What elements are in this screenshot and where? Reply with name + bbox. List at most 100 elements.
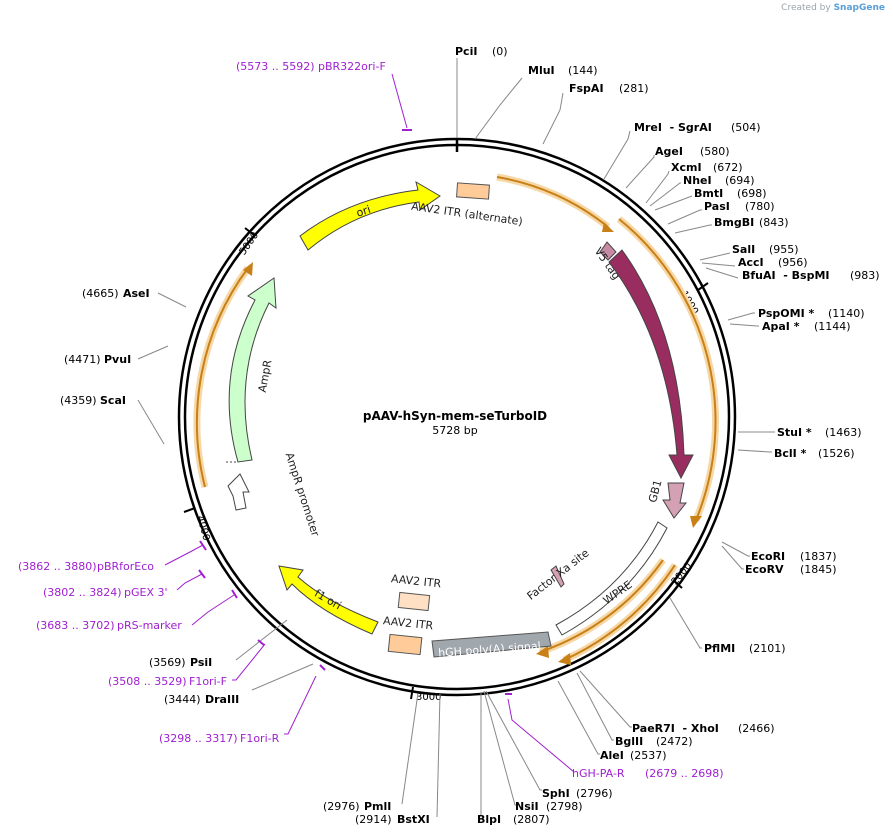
enzyme-name[interactable]: PsiI (190, 656, 212, 669)
tick-2000-mark (672, 579, 683, 589)
enzyme-name[interactable]: PciI (455, 45, 477, 58)
feature-ampr[interactable] (228, 277, 277, 463)
enzyme-name[interactable]: PaeR7I - XhoI (632, 722, 719, 735)
enzyme-pos: (2466) (738, 722, 775, 735)
feature-itr-bottom-2-label: AAV2 ITR (382, 614, 434, 632)
enzyme-pos: (144) (568, 64, 598, 77)
enzyme-name[interactable]: AseI (123, 287, 150, 300)
enzyme-name[interactable]: DraIII (205, 693, 239, 706)
orf-arc-2 (618, 218, 717, 521)
enzyme-name[interactable]: EcoRV (745, 563, 784, 576)
enzyme-name[interactable]: ApaI * (762, 320, 800, 333)
enzyme-pos: (694) (725, 174, 755, 187)
enzyme-name[interactable]: SalI (732, 243, 755, 256)
enzyme-name[interactable]: BstXI (397, 813, 430, 826)
snapgene-watermark: Created by SnapGene (781, 3, 885, 13)
enzyme-pos: (281) (619, 82, 649, 95)
enzyme-name[interactable]: FspAI (569, 82, 604, 95)
primer-range: (3683 .. 3702) (36, 619, 115, 632)
enzyme-name[interactable]: BmgBI (714, 216, 754, 229)
enzyme-pos: (672) (713, 161, 743, 174)
primer-name[interactable]: pBRforEco (97, 560, 154, 573)
feature-gb1-label: GB1 (646, 478, 665, 504)
enzyme-name[interactable]: XcmI (671, 161, 702, 174)
enzyme-pos: (2796) (576, 787, 613, 800)
feature-itr-bottom-1[interactable] (397, 591, 431, 612)
enzyme-pos: (4359) (60, 394, 97, 407)
watermark-brand: SnapGene (833, 3, 885, 13)
enzyme-name[interactable]: StuI * (777, 426, 812, 439)
feature-itr-bottom-2[interactable] (387, 633, 423, 656)
feature-f1-ori[interactable] (278, 565, 379, 635)
enzyme-name[interactable]: PvuI (104, 353, 131, 366)
enzyme-name[interactable]: BclI * (774, 447, 807, 460)
enzyme-name[interactable]: ScaI (100, 394, 126, 407)
feature-v5-tag[interactable] (599, 241, 617, 261)
enzyme-name[interactable]: BfuAI - BspMI (742, 269, 830, 282)
primer-name[interactable]: pGEX 3' (124, 586, 168, 599)
enzyme-name[interactable]: PmlI (364, 800, 391, 813)
enzyme-name[interactable]: MluI (528, 64, 555, 77)
enzyme-pos: (956) (778, 256, 808, 269)
enzyme-name[interactable]: BlpI (477, 813, 501, 826)
enzyme-pos: (1463) (825, 426, 862, 439)
enzyme-pos: (2472) (656, 735, 693, 748)
orf-arc-5-arrowhead (243, 262, 253, 276)
feature-itr-bottom-1-label: AAV2 ITR (390, 572, 442, 590)
orf-arc-5 (195, 267, 249, 488)
tick-4000-mark (183, 507, 196, 513)
enzyme-pos: (2807) (513, 813, 550, 826)
primer-range: (3298 .. 3317) (159, 732, 238, 745)
primer-name[interactable]: pBR322ori-F (318, 60, 386, 73)
enzyme-name[interactable]: BmtI (694, 187, 723, 200)
enzyme-name[interactable]: NsiI (515, 800, 539, 813)
orf-arc-2-arrowhead (690, 516, 702, 528)
primer-name[interactable]: F1ori-F (189, 675, 227, 688)
tick-5000-mark (244, 227, 255, 236)
enzyme-name[interactable]: AgeI (655, 145, 683, 158)
enzyme-pos: (0) (492, 45, 508, 58)
enzyme-pos: (2976) (323, 800, 360, 813)
feature-turboid[interactable] (608, 249, 694, 480)
feature-itr-alternate[interactable] (456, 182, 490, 200)
enzyme-pos: (2914) (355, 813, 392, 826)
feature-ori[interactable] (299, 180, 441, 251)
tick-1000-mark (697, 282, 709, 291)
enzyme-name[interactable]: PasI (704, 200, 730, 213)
primer-range: (5573 .. 5592) (236, 60, 315, 73)
enzyme-name[interactable]: AccI (738, 256, 764, 269)
enzyme-pos: (983) (850, 269, 880, 282)
primer-name[interactable]: F1ori-R (240, 732, 280, 745)
primer-name[interactable]: hGH-PA-R (572, 767, 625, 780)
enzyme-pos: (2537) (630, 749, 667, 762)
feature-wpre[interactable] (555, 521, 668, 636)
feature-ampr-promoter[interactable] (227, 473, 250, 511)
enzyme-pos: (1140) (828, 307, 865, 320)
enzyme-pos: (780) (745, 200, 775, 213)
enzyme-name[interactable]: MreI - SgrAI (634, 121, 712, 134)
enzyme-pos: (1837) (800, 550, 837, 563)
feature-factor-xa-site[interactable] (550, 565, 565, 588)
enzyme-name[interactable]: BglII (615, 735, 643, 748)
feature-hgh-polya[interactable] (431, 631, 552, 658)
feature-factor-xa-label: Factor Xa site (525, 546, 592, 602)
orf-arc-1-arrowhead (602, 222, 614, 232)
enzyme-pos: (1526) (818, 447, 855, 460)
feature-gb1[interactable] (662, 482, 688, 519)
enzyme-name[interactable]: PspOMI * (758, 307, 815, 320)
enzyme-labels: PciI (0) MluI (144) FspAI (281) MreI - S… (60, 45, 880, 826)
enzyme-name[interactable]: AleI (600, 749, 624, 762)
primer-labels: (5573 .. 5592) pBR322ori-F (3862 .. 3880… (18, 60, 724, 780)
primer-name[interactable]: pRS-marker (117, 619, 182, 632)
enzyme-name[interactable]: SphI (542, 787, 570, 800)
orf-arc-3 (539, 559, 664, 653)
feature-ampr-promoter-label: AmpR promoter (283, 451, 323, 539)
enzyme-pos: (843) (759, 216, 789, 229)
enzyme-name[interactable]: PflMI (704, 642, 735, 655)
tick-label-3000: 3000 (416, 692, 441, 703)
enzyme-leader-lines (137, 58, 775, 818)
enzyme-name[interactable]: NheI (683, 174, 712, 187)
enzyme-name[interactable]: EcoRI (751, 550, 785, 563)
